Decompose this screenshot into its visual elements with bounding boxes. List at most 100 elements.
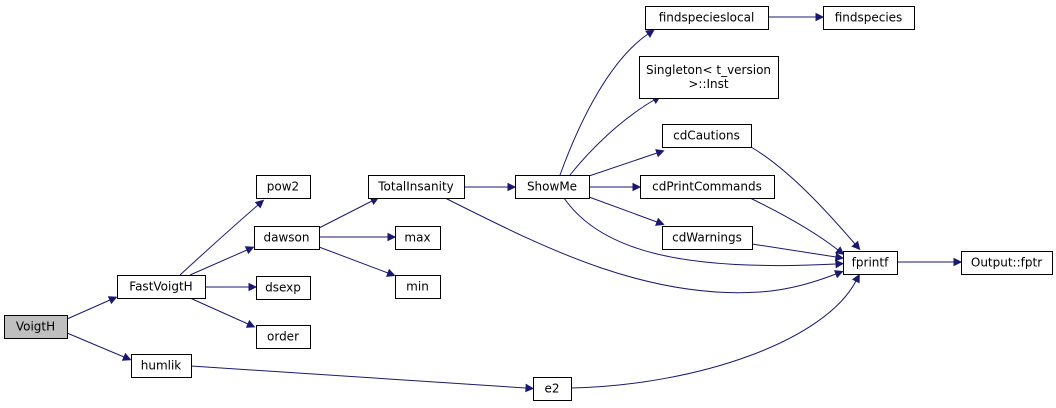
edge-line [749, 197, 839, 251]
node-box [256, 276, 311, 300]
edge-line [444, 197, 837, 294]
node-box [515, 175, 590, 199]
node-label: humlik [141, 359, 182, 373]
arrowhead-icon [953, 257, 963, 267]
edge-showme-to-cdprintcommands [589, 182, 642, 192]
edge-fastvoigth-to-order [189, 297, 256, 328]
node-label: Output::fptr [971, 256, 1042, 270]
node-label: pow2 [267, 180, 299, 194]
edge-line [189, 297, 249, 325]
arrowhead-icon [121, 352, 132, 361]
node-label: FastVoigtH [129, 280, 192, 294]
arrowhead-icon [387, 232, 397, 242]
edge-humlik-to-e2 [190, 365, 535, 393]
edge-showme-to-cdcautions [588, 149, 665, 177]
node-label: min [406, 280, 429, 294]
edge-fprintf-to-outputfptr [897, 257, 963, 267]
edge-showme-to-singleton [569, 95, 661, 176]
arrowhead-icon [834, 252, 844, 262]
node-min[interactable]: min [395, 275, 441, 299]
edge-line [570, 280, 857, 389]
node-fprintf[interactable]: fprintf [843, 251, 898, 275]
node-label: e2 [544, 382, 559, 396]
node-label: cdCautions [673, 129, 740, 143]
node-box [533, 377, 572, 401]
node-cdwarnings[interactable]: cdWarnings [662, 226, 753, 250]
edge-fastvoigth-to-dsexp [205, 282, 258, 292]
edge-line [318, 246, 389, 274]
arrowhead-icon [815, 12, 825, 22]
edge-line [179, 204, 259, 276]
edge-voigth-to-fastvoigth [66, 296, 118, 320]
arrowhead-icon [525, 383, 535, 393]
edge-line [588, 196, 658, 223]
node-findspecies[interactable]: findspecies [823, 6, 915, 30]
node-showme[interactable]: ShowMe [515, 175, 590, 199]
node-box [961, 251, 1053, 275]
node-max[interactable]: max [395, 226, 441, 250]
node-label: order [267, 330, 299, 344]
node-box [395, 275, 441, 299]
arrowhead-icon [248, 282, 258, 292]
edge-line [66, 332, 125, 358]
node-box [843, 251, 898, 275]
edge-totalinsanity-to-showme [464, 182, 517, 192]
edge-line [66, 299, 111, 320]
node-voigth[interactable]: VoigtH [4, 315, 68, 339]
arrowhead-icon [835, 259, 845, 269]
arrowhead-icon [632, 182, 642, 192]
edge-voigth-to-humlik [66, 332, 132, 361]
edge-totalinsanity-to-fprintf [444, 197, 844, 294]
node-order[interactable]: order [256, 325, 311, 349]
node-dsexp[interactable]: dsexp [256, 276, 311, 300]
edge-dawson-to-max [319, 232, 397, 242]
node-box [639, 56, 779, 99]
node-box [131, 354, 192, 378]
node-totalinsanity[interactable]: TotalInsanity [368, 175, 465, 199]
node-label: dawson [264, 231, 310, 245]
edge-dawson-to-totalinsanity [318, 197, 380, 229]
edge-showme-to-findspecieslocal [559, 29, 655, 176]
nodes-layer: VoigtH FastVoigtH humlik pow2 dawson dsexp ord… [4, 6, 1053, 401]
edge-cdwarnings-to-fprintf [751, 243, 844, 262]
arrowhead-icon [655, 149, 665, 158]
node-label: cdWarnings [672, 231, 742, 245]
edge-cdprintcommands-to-fprintf [749, 197, 845, 255]
node-findspecieslocal[interactable]: findspecieslocal [645, 6, 769, 30]
node-dawson[interactable]: dawson [254, 226, 320, 250]
edge-line [751, 243, 837, 258]
arrowhead-icon [107, 296, 118, 305]
node-box [117, 275, 206, 299]
node-fastvoigth[interactable]: FastVoigtH [117, 275, 206, 299]
edge-line [750, 146, 856, 245]
node-cdcautions[interactable]: cdCautions [662, 124, 752, 148]
arrowhead-icon [244, 246, 255, 255]
node-singleton[interactable]: Singleton< t_version>::Inst [639, 56, 779, 99]
node-box [645, 6, 769, 30]
edge-fastvoigth-to-dawson [189, 246, 255, 276]
node-label: cdPrintCommands [652, 180, 762, 194]
node-cdprintcommands[interactable]: cdPrintCommands [640, 175, 775, 199]
node-e2[interactable]: e2 [533, 377, 572, 401]
edge-dawson-to-min [318, 246, 396, 277]
arrowhead-icon [245, 319, 256, 328]
node-label: fprintf [852, 256, 889, 270]
edge-line [318, 200, 373, 229]
node-outputfptr[interactable]: Output::fptr [961, 251, 1053, 275]
arrowhead-icon [645, 29, 655, 38]
node-box [256, 325, 311, 349]
node-label: TotalInsanity [377, 180, 454, 194]
edge-line [189, 249, 248, 276]
node-label: VoigtH [16, 320, 55, 334]
edge-fastvoigth-to-pow2 [179, 199, 265, 276]
node-humlik[interactable]: humlik [131, 354, 192, 378]
arrowhead-icon [655, 217, 665, 226]
node-box [368, 175, 465, 199]
node-pow2[interactable]: pow2 [256, 175, 311, 199]
edge-line [559, 33, 649, 176]
arrowhead-icon [507, 182, 517, 192]
arrowhead-icon [851, 240, 861, 251]
edge-showme-to-cdwarnings [588, 196, 665, 226]
edge-line [190, 365, 527, 389]
